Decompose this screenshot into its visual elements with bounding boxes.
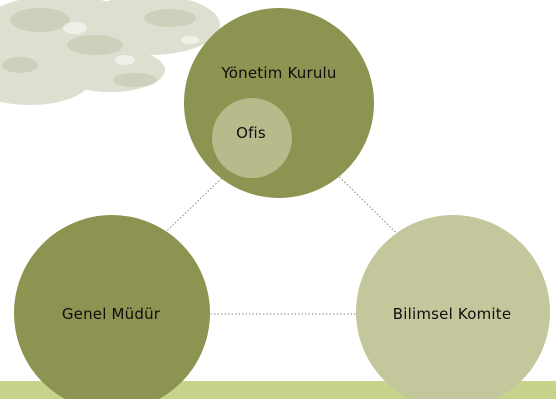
- node-scientific-committee-circle: [356, 215, 550, 399]
- node-general-manager-label: Genel Müdür: [61, 305, 161, 323]
- decorative-texture: [0, 0, 220, 105]
- node-board-circle: [184, 8, 374, 198]
- node-office-label: Ofis: [236, 124, 266, 142]
- node-office-circle: [212, 98, 292, 178]
- node-general-manager-circle: [14, 215, 210, 399]
- node-board-label: Yönetim Kurulu: [221, 64, 337, 82]
- node-scientific-committee-label: Bilimsel Komite: [392, 305, 512, 323]
